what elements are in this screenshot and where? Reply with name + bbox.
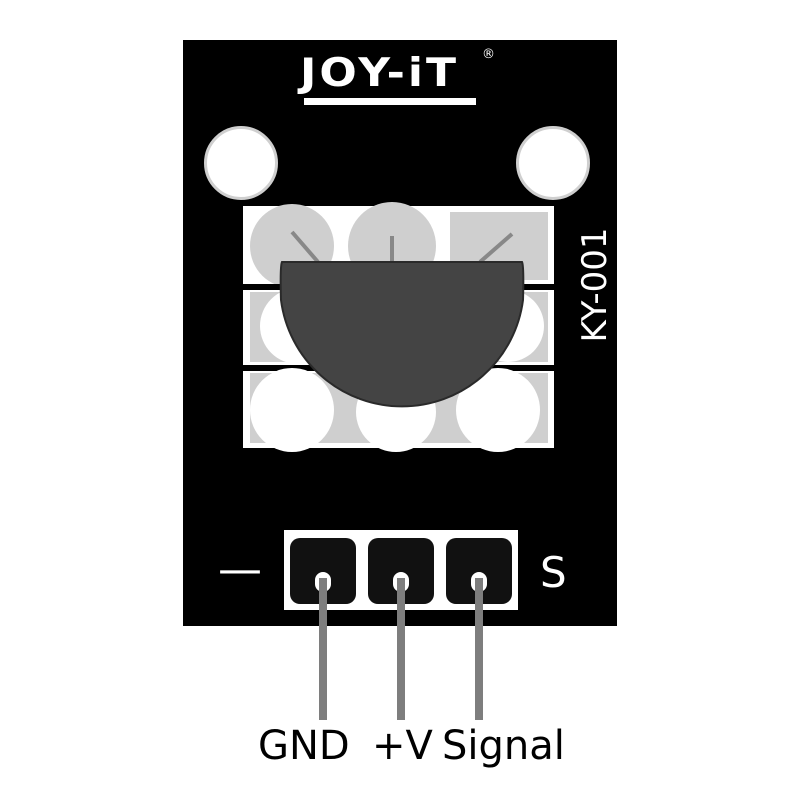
brand-logo: JOY-iT ®: [300, 48, 500, 110]
brand-logo-text: JOY-iT: [300, 49, 459, 96]
pin-label-gnd: GND: [258, 723, 350, 769]
pad: [456, 368, 540, 452]
pin-lead-signal: [475, 578, 483, 720]
component-lead: [478, 232, 514, 264]
mounting-hole-right: [516, 126, 590, 200]
mounting-hole-left: [204, 126, 278, 200]
pad: [250, 368, 334, 452]
pin-label-vcc: +V: [372, 723, 433, 769]
model-label-text: KY-001: [575, 227, 615, 343]
model-label: KY-001: [575, 205, 615, 365]
registered-mark: ®: [482, 47, 495, 62]
component-lead: [290, 230, 320, 264]
temperature-sensor-body: [279, 261, 525, 408]
brand-logo-underline: [304, 98, 476, 105]
signal-mark: S: [540, 548, 567, 597]
minus-sign: —: [218, 544, 262, 595]
pin-lead-gnd: [319, 578, 327, 720]
pin-label-signal: Signal: [442, 723, 565, 769]
pin-lead-vcc: [397, 578, 405, 720]
